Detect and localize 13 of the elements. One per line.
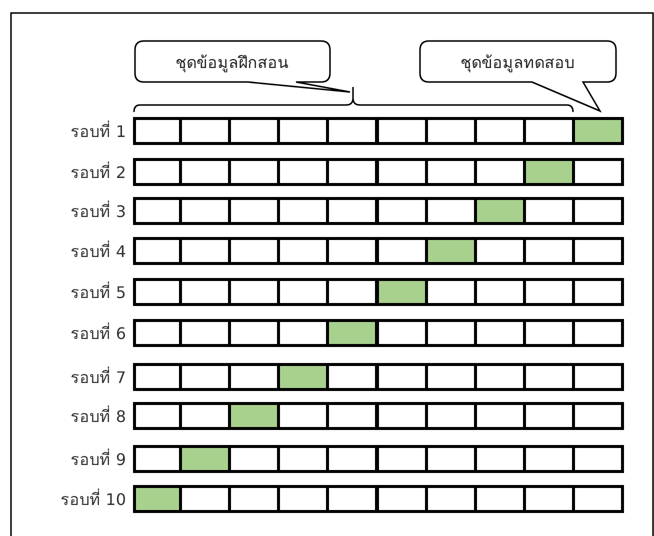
callout-text: ชุดข้อมูลทดสอบ [460,52,576,74]
round-label: รอบที่ 5 [70,280,126,304]
callout-text: ชุดข้อมูลฝึกสอน [174,52,290,74]
round-label: รอบที่ 10 [60,488,126,511]
round-label: รอบที่ 3 [70,200,126,223]
round-label: รอบที่ 7 [70,366,126,389]
callout-box [419,40,617,113]
round-label: รอบที่ 2 [70,160,126,184]
round-label: รอบที่ 4 [70,240,126,263]
round-label: รอบที่ 1 [70,120,126,143]
round-label: รอบที่ 9 [70,448,126,471]
round-label: รอบที่ 8 [70,404,126,428]
round-label: รอบที่ 6 [70,322,126,345]
